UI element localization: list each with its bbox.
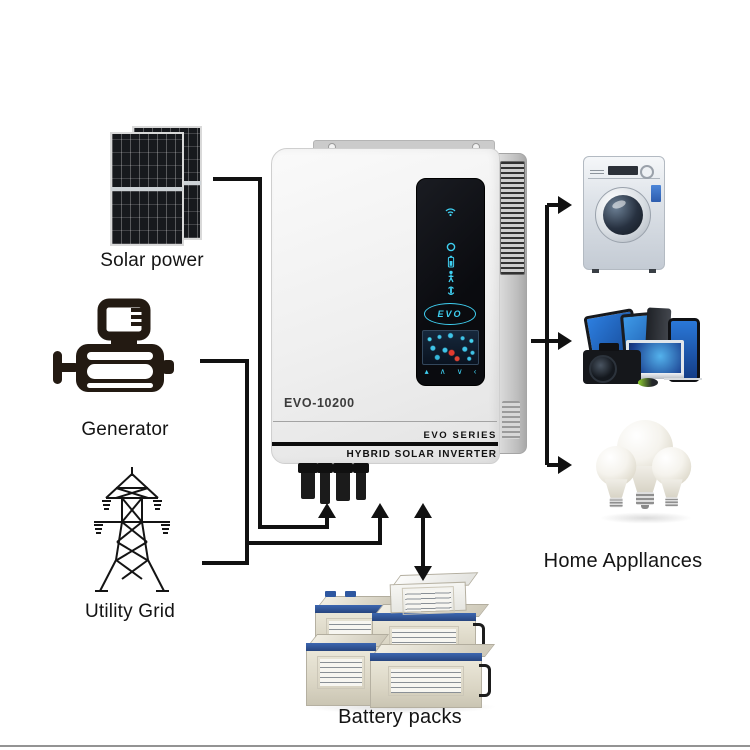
washer-display — [608, 166, 638, 175]
led-bulb-right — [652, 447, 692, 507]
evo-logo: EVO — [424, 303, 476, 325]
generator-label: Generator — [81, 419, 169, 440]
battery-handle-tab — [345, 591, 356, 597]
washer-foot — [649, 269, 656, 273]
bulb-neck — [660, 479, 683, 498]
touch-key-row: ▴ ∧ ∨ ‹ — [419, 367, 482, 377]
utility-tower-icon — [94, 467, 170, 592]
wire-ac-input — [247, 517, 382, 545]
solar-panel-front — [110, 132, 184, 246]
mc4-connector — [317, 463, 333, 504]
bulb-screw-base — [609, 497, 623, 508]
touch-key-icon: ∨ — [456, 367, 463, 376]
arrow-battery-up — [414, 503, 432, 518]
mc4-connector — [298, 463, 318, 499]
arrow-ac-input — [371, 503, 389, 518]
arrow-bulbs — [558, 456, 572, 474]
door-glint — [611, 198, 627, 211]
touch-hand-icon — [417, 284, 484, 297]
camera-icon — [583, 343, 641, 384]
washer-foot — [592, 269, 599, 273]
battery-band — [370, 653, 482, 661]
inverter-product-text: HYBRID SOLAR INVERTER — [346, 449, 497, 460]
inverter-divider-thick — [272, 442, 498, 446]
wifi-icon — [417, 205, 484, 217]
washer-control-panel — [588, 162, 660, 179]
arrow-washer — [558, 196, 572, 214]
mc4-connector — [333, 463, 353, 501]
bulb-tip — [641, 505, 649, 509]
side-vent-grille — [502, 401, 520, 439]
bulb-neck — [604, 479, 628, 498]
mouse-icon — [638, 378, 658, 387]
battery-label — [401, 586, 455, 615]
battery-label — [317, 656, 365, 690]
bulb-screw-base — [636, 492, 654, 505]
battery-band — [372, 613, 476, 621]
utility-grid-label: Utility Grid — [84, 601, 175, 622]
washer-door-ring — [595, 187, 651, 243]
washer-brand-mark — [590, 168, 604, 174]
arrow-electronics — [558, 332, 572, 350]
camera-lens — [589, 355, 617, 383]
inverter-series-text: EVO SERIES — [423, 430, 497, 441]
panel-frame-bar — [111, 186, 183, 191]
battery-level-icon — [417, 255, 484, 268]
arrow-solar-input — [318, 503, 336, 518]
battery-band — [306, 643, 376, 651]
solar-panels-icon — [108, 124, 220, 248]
battery-packs-label: Battery packs — [338, 706, 462, 728]
touch-key-icon: ∧ — [439, 367, 446, 376]
battery-pack — [306, 634, 390, 706]
battery-handle — [479, 664, 491, 698]
led-bulb-left — [596, 446, 637, 508]
battery-handle-tab — [325, 591, 336, 597]
page-divider — [0, 745, 750, 747]
washing-machine-icon — [583, 156, 665, 273]
ring-icon — [417, 241, 484, 253]
reflection-line — [664, 378, 702, 380]
battery-pack-top — [389, 572, 479, 615]
battery-label — [387, 666, 465, 697]
inverter-model-text: EVO-10200 — [284, 396, 355, 410]
inverter-display-panel: EVO ▴ ∧ ∨ ‹ — [416, 178, 485, 386]
wire-generator-grid — [200, 359, 249, 565]
battery-band — [315, 605, 385, 613]
washer-knob — [640, 165, 654, 179]
consumer-electronics-icon — [582, 306, 710, 390]
touch-key-icon: ▴ — [424, 367, 429, 376]
battery-pack — [370, 644, 496, 708]
washer-door — [603, 195, 643, 235]
heatsink-fins — [500, 161, 525, 275]
generator-icon — [53, 298, 174, 392]
bulb-screw-base — [665, 497, 678, 507]
solar-power-label: Solar power — [100, 250, 204, 271]
mc4-connector — [353, 463, 369, 500]
person-icon — [417, 270, 484, 283]
energy-label-sticker — [651, 185, 661, 202]
laptop-base-icon — [618, 373, 684, 379]
touch-key-icon: ‹ — [473, 367, 477, 376]
home-appliances-label: Home Appllances — [543, 550, 703, 572]
bulb-shadow — [598, 512, 694, 524]
lcd-screen — [422, 330, 479, 365]
inverter-divider-thin — [273, 421, 497, 422]
camera-prism — [599, 343, 619, 351]
